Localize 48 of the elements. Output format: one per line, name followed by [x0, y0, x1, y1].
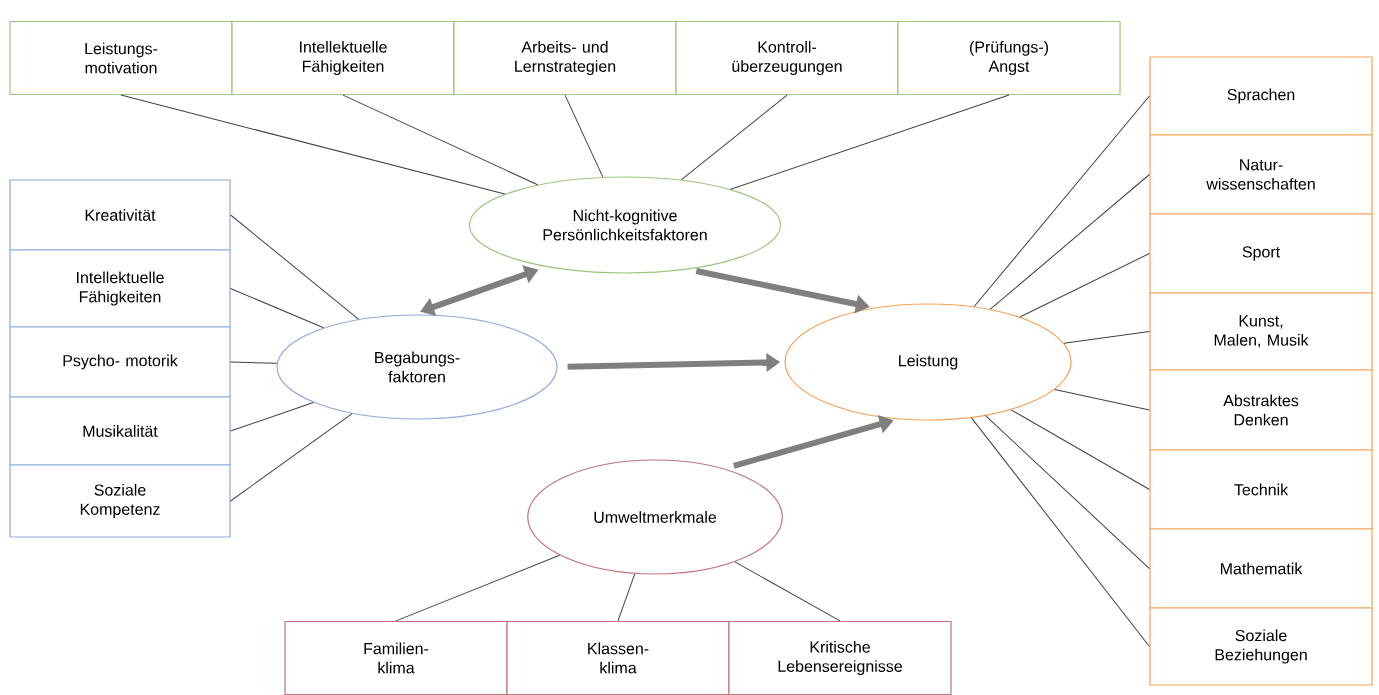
connector-line — [730, 94, 1010, 190]
node-label: Klassen- klima — [588, 642, 649, 674]
connector-line — [681, 94, 788, 181]
connector-line — [1054, 389, 1150, 411]
text-box: Musikalität — [9, 396, 231, 466]
text-box: Sprachen — [1149, 56, 1373, 136]
connector-line — [1010, 409, 1150, 490]
connector-line — [973, 95, 1150, 307]
ellipse-node: Leistung — [784, 303, 1072, 421]
text-box: Technik — [1149, 449, 1373, 530]
connector-line — [120, 94, 506, 195]
connector-line — [230, 402, 314, 432]
text-box: Kunst, Malen, Musik — [1149, 292, 1373, 371]
connector-line — [989, 174, 1150, 310]
text-box: Soziale Beziehungen — [1149, 607, 1373, 686]
text-box: Kritische Lebensereignisse — [728, 620, 952, 695]
text-box: Soziale Kompetenz — [9, 464, 231, 538]
connector-line — [734, 561, 841, 622]
connector-line — [230, 361, 278, 364]
connector-line — [230, 288, 325, 329]
text-box: Familien- klima — [284, 620, 508, 695]
ellipse-node: Begabungs- faktoren — [276, 314, 558, 420]
text-box: Klassen- klima — [506, 620, 730, 695]
connector-line — [230, 214, 359, 320]
connector-line — [985, 415, 1150, 569]
text-box: Mathematik — [1149, 528, 1373, 609]
connector-line — [1063, 331, 1150, 344]
connector-line — [230, 413, 353, 502]
text-box: Leistungs- motivation — [9, 20, 233, 96]
text-box: Natur- wissenschaften — [1149, 134, 1373, 215]
text-box: Sport — [1149, 213, 1373, 294]
connector-line — [395, 554, 560, 622]
ellipse-node: Umweltmerkmale — [527, 459, 783, 575]
text-box: Abstraktes Denken — [1149, 369, 1373, 451]
text-box: Kontroll- überzeugungen — [675, 20, 899, 96]
connector-line — [971, 417, 1150, 647]
connector-line — [564, 94, 604, 178]
connector-line — [617, 573, 636, 622]
node-label: Kritische Lebensereignisse — [778, 640, 902, 676]
text-box: Kreativität — [9, 179, 231, 251]
text-box: Arbeits- und Lernstrategien — [453, 20, 677, 96]
text-box: Intellektuelle Fähigkeiten — [9, 249, 231, 328]
connector-line — [1019, 253, 1150, 318]
text-box: Psycho- motorik — [9, 326, 231, 398]
ellipse-node: Nicht-kognitive Persönlichkeitsfaktoren — [468, 176, 782, 274]
text-box: Intellektuelle Fähigkeiten — [231, 20, 455, 96]
connector-line — [342, 94, 539, 186]
text-box: (Prüfungs-) Angst — [897, 20, 1121, 96]
